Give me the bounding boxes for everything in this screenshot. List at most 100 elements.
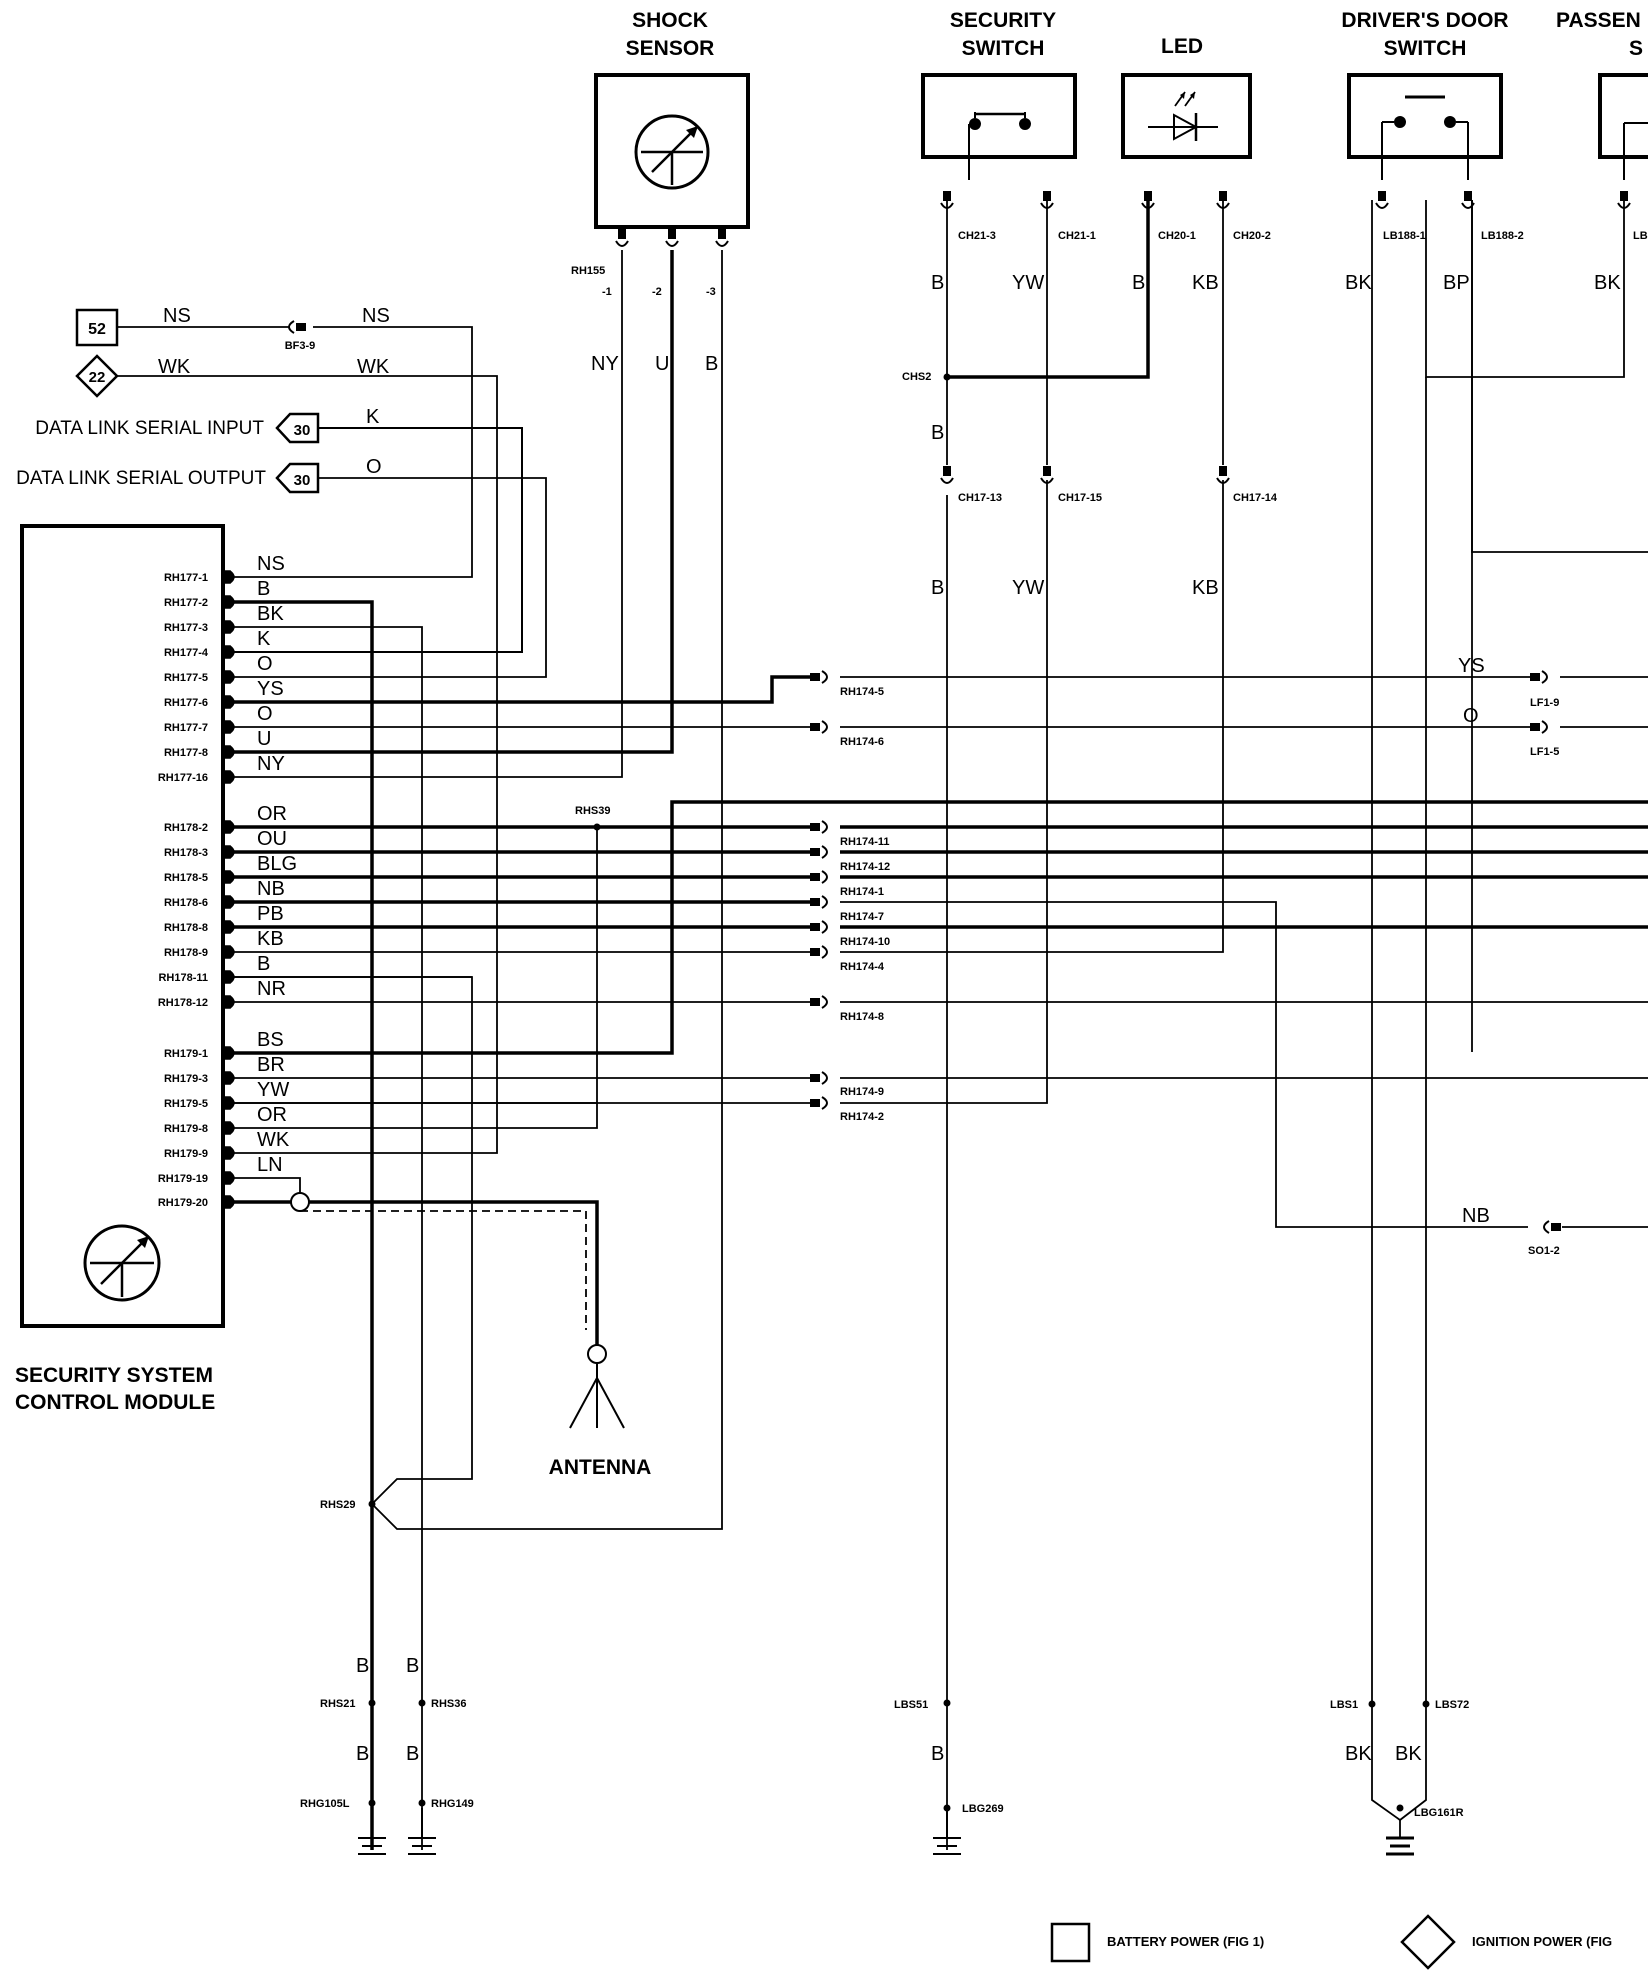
led-title: LED	[1161, 35, 1203, 58]
plug-connector-icon	[1216, 466, 1230, 484]
connector-label: -3	[706, 286, 716, 298]
module-pin-wire: U	[257, 728, 271, 750]
connector-label: CH17-15	[1058, 492, 1102, 504]
security-control-module: SECURITY SYSTEM CONTROL MODULE RH177-1NS…	[15, 524, 297, 1414]
module-pin-id: RH177-8	[164, 747, 208, 759]
connector-label: RH174-9	[840, 1086, 884, 1098]
module-pin-wire: OR	[257, 803, 287, 825]
wire-label: KB	[1192, 577, 1219, 599]
module-sensor-symbol-icon	[83, 1224, 161, 1302]
module-pin-row: RH179-8 OR	[164, 1104, 287, 1135]
module-pin-id: RH177-6	[164, 697, 208, 709]
battery-power-legend-square-icon	[1050, 1922, 1091, 1963]
splice-dots	[368, 373, 1430, 1812]
drivers-door-switch: DRIVER'S DOOR SWITCH	[1341, 9, 1509, 180]
module-pin-id: RH178-2	[164, 822, 208, 834]
plug-connector-icon	[810, 1096, 828, 1110]
wire-label: U	[655, 353, 669, 375]
module-pin-id: RH179-5	[164, 1098, 208, 1110]
ground-icon	[933, 1808, 961, 1855]
connector-label: LF1-5	[1530, 746, 1559, 758]
plug-connector-icon	[810, 720, 828, 734]
wire-label: B	[705, 353, 718, 375]
connector-label: RHG105L	[300, 1798, 350, 1810]
plug-connector-icon	[1375, 191, 1389, 209]
passenger-title-1: PASSEN	[1556, 9, 1641, 32]
module-pin-id: RH178-3	[164, 847, 208, 859]
module-pin-row: RH177-4K	[164, 628, 271, 659]
connector-label: RHS29	[320, 1499, 355, 1511]
module-pin-id: RH179-20	[158, 1197, 208, 1209]
module-pin-wire: NR	[257, 978, 286, 1000]
wire-label: B	[406, 1655, 419, 1677]
ignition-power-diamond-icon	[75, 354, 119, 398]
shock-sensor-title-1: SHOCK	[632, 9, 708, 32]
module-pin-id: RH179-8	[164, 1123, 208, 1135]
wire-label: YS	[1458, 655, 1485, 677]
wire-label: BP	[1443, 272, 1470, 294]
connector-label: RH174-4	[840, 961, 885, 973]
plug-connector-icon	[1617, 191, 1631, 209]
connector-label: LBS1	[1330, 1699, 1358, 1711]
module-pin-id: RH177-4	[164, 647, 209, 659]
wire-label: WK	[158, 356, 191, 378]
ignition-power-ref: 22	[75, 354, 119, 398]
pin-connector-icon	[224, 620, 235, 634]
plug-connector-icon	[1141, 191, 1155, 209]
connector-label: LBG269	[962, 1803, 1004, 1815]
module-pin-wire: OR	[257, 1104, 287, 1126]
module-pin-wire: BK	[257, 603, 284, 625]
wire-label: O	[366, 456, 382, 478]
module-pin-id: RH179-9	[164, 1148, 208, 1160]
plug-connector-icon	[810, 845, 828, 859]
module-pin-row: RH177-6YS	[164, 678, 284, 709]
module-pin-id: RH177-5	[164, 672, 208, 684]
connector-label: RH174-12	[840, 861, 890, 873]
wire-label: YW	[1012, 272, 1044, 294]
module-title-1: SECURITY SYSTEM	[15, 1364, 213, 1387]
drivers-door-switch-box	[1347, 73, 1503, 159]
ground-icon	[1386, 1836, 1414, 1856]
module-pin-id: RH178-9	[164, 947, 208, 959]
plug-connector-icon	[810, 920, 828, 934]
wire-label: B	[1132, 272, 1145, 294]
connector-label: RH174-6	[840, 736, 884, 748]
ignition-power-legend-label: IGNITION POWER (FIG	[1472, 1934, 1612, 1949]
plug-connector-icon	[810, 995, 828, 1009]
module-pin-list: RH177-1NSRH177-2BRH177-3BKRH177-4KRH177-…	[158, 553, 297, 1209]
shock-sensor-title-2: SENSOR	[626, 37, 715, 60]
drivers-door-switch-title-1: DRIVER'S DOOR	[1341, 9, 1508, 32]
led: LED	[1121, 35, 1252, 159]
wire-label: B	[931, 272, 944, 294]
module-pin-id: RH179-3	[164, 1073, 208, 1085]
ground-icon	[358, 1808, 386, 1855]
battery-power-ref: 52	[75, 308, 119, 347]
wire-label: O	[1463, 705, 1479, 727]
module-pin-row: RH178-6NB	[164, 878, 285, 909]
antenna-circle-icon	[587, 1344, 607, 1364]
connector-symbols	[288, 191, 1631, 1234]
module-pin-wire: OU	[257, 828, 287, 850]
led-diode-icon	[1148, 91, 1218, 141]
wire-label: WK	[357, 356, 390, 378]
module-pin-wire: B	[257, 578, 270, 600]
connector-label: LBS72	[1435, 1699, 1469, 1711]
module-pin-id: RH177-7	[164, 722, 208, 734]
module-pin-row: RH177-2B	[164, 578, 270, 609]
connector-label: CH21-3	[958, 230, 996, 242]
wire-label: BK	[1395, 1743, 1422, 1765]
plug-connector-icon	[1040, 466, 1054, 484]
security-switch-box	[921, 73, 1077, 159]
module-pin-wire: BS	[257, 1029, 284, 1051]
wire-label: KB	[1192, 272, 1219, 294]
module-pin-row: RH179-1BS	[164, 1029, 284, 1060]
wire-label: YW	[1012, 577, 1044, 599]
connector-label: LB	[1633, 230, 1648, 242]
module-pin-row: RH178-8PB	[164, 903, 284, 934]
wire-lines	[117, 200, 1648, 1850]
plug-connector-icon	[810, 820, 828, 834]
connector-label: CHS2	[902, 371, 931, 383]
antenna: ANTENNA	[549, 1344, 651, 1479]
wire-label: BK	[1345, 1743, 1372, 1765]
